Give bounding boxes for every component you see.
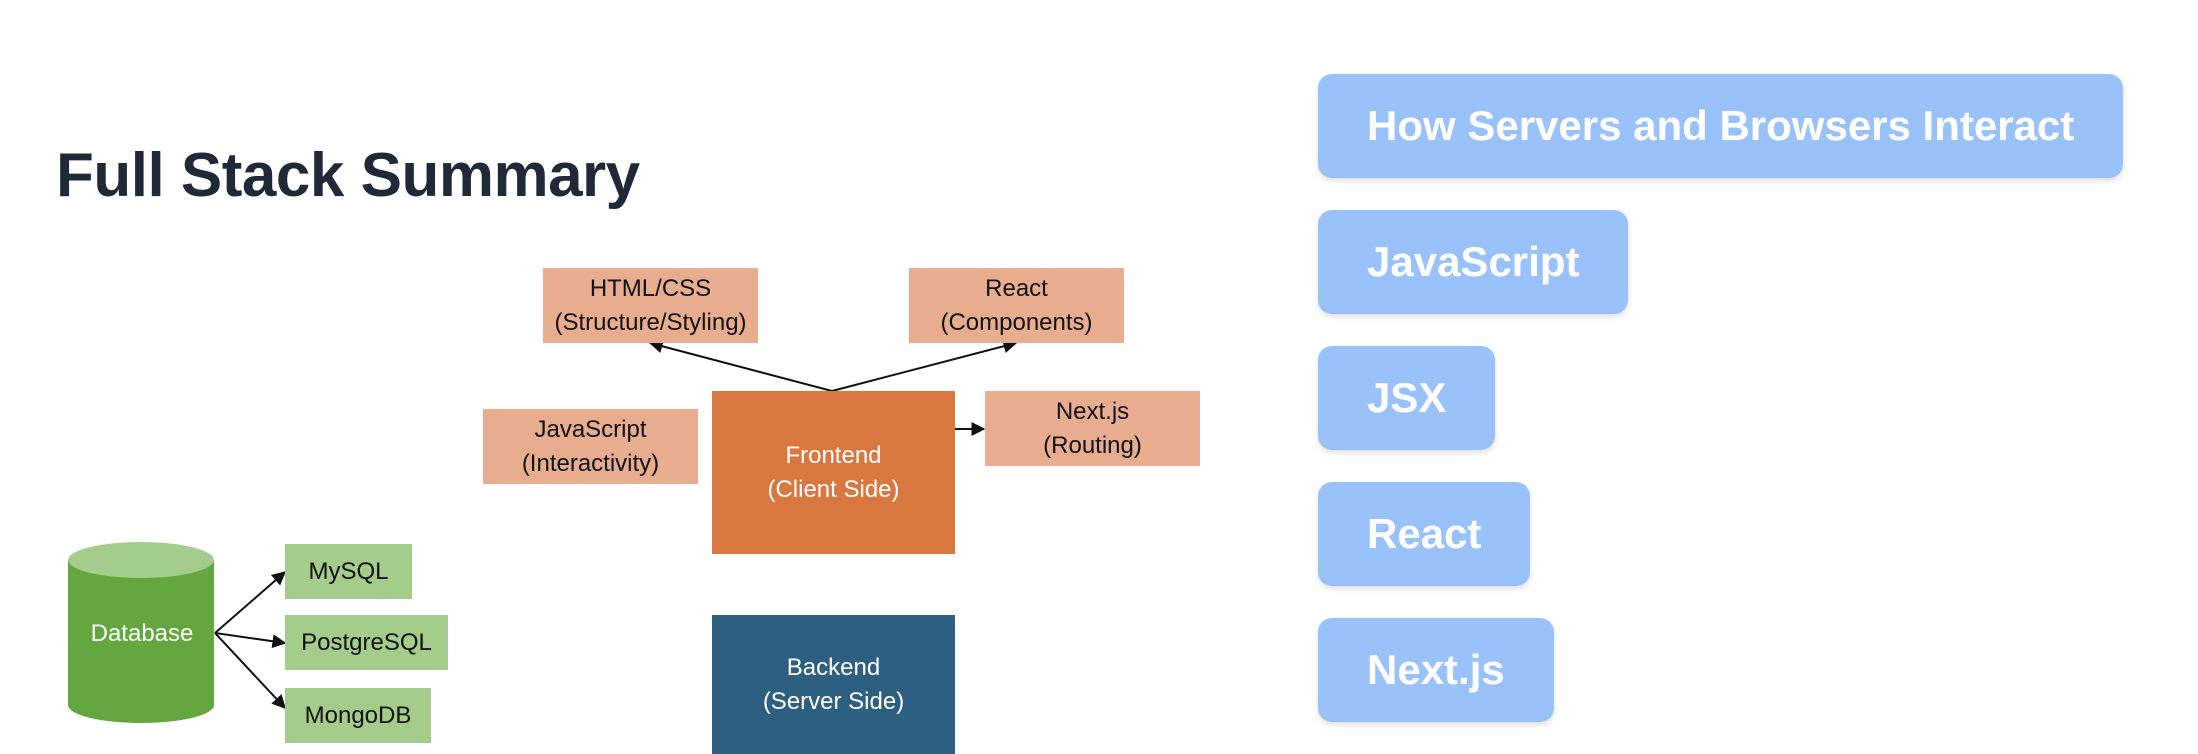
nav-button-react[interactable]: React (1318, 482, 1531, 586)
arrow-db-to-postgresql (214, 632, 287, 649)
nav-button-jsx[interactable]: JSX (1318, 346, 1496, 450)
database-label: Database (90, 620, 194, 647)
arrow-db-to-mongodb (214, 632, 286, 710)
mysql-box: MySQL (285, 544, 412, 599)
mongodb-box: MongoDB (285, 688, 431, 743)
nav-button-servers-browsers[interactable]: How Servers and Browsers Interact (1318, 74, 2124, 178)
backend-box: Backend (Server Side) (712, 615, 955, 754)
react-box: React (Components) (909, 268, 1124, 343)
frontend-box: Frontend (Client Side) (712, 391, 955, 554)
postgresql-box: PostgreSQL (285, 615, 448, 670)
html-css-box: HTML/CSS (Structure/Styling) (543, 268, 758, 343)
arrow-frontend-to-html-css (648, 339, 833, 392)
nav-button-nextjs[interactable]: Next.js (1318, 618, 1554, 722)
nextjs-box: Next.js (Routing) (985, 391, 1200, 466)
page-title: Full Stack Summary (56, 141, 640, 210)
database-cylinder-top (68, 542, 214, 578)
javascript-box: JavaScript (Interactivity) (483, 409, 698, 484)
nav-button-javascript[interactable]: JavaScript (1318, 210, 1629, 314)
arrow-frontend-to-react (831, 339, 1018, 392)
arrow-db-to-mysql (214, 571, 287, 634)
database-cylinder-body (68, 560, 214, 723)
